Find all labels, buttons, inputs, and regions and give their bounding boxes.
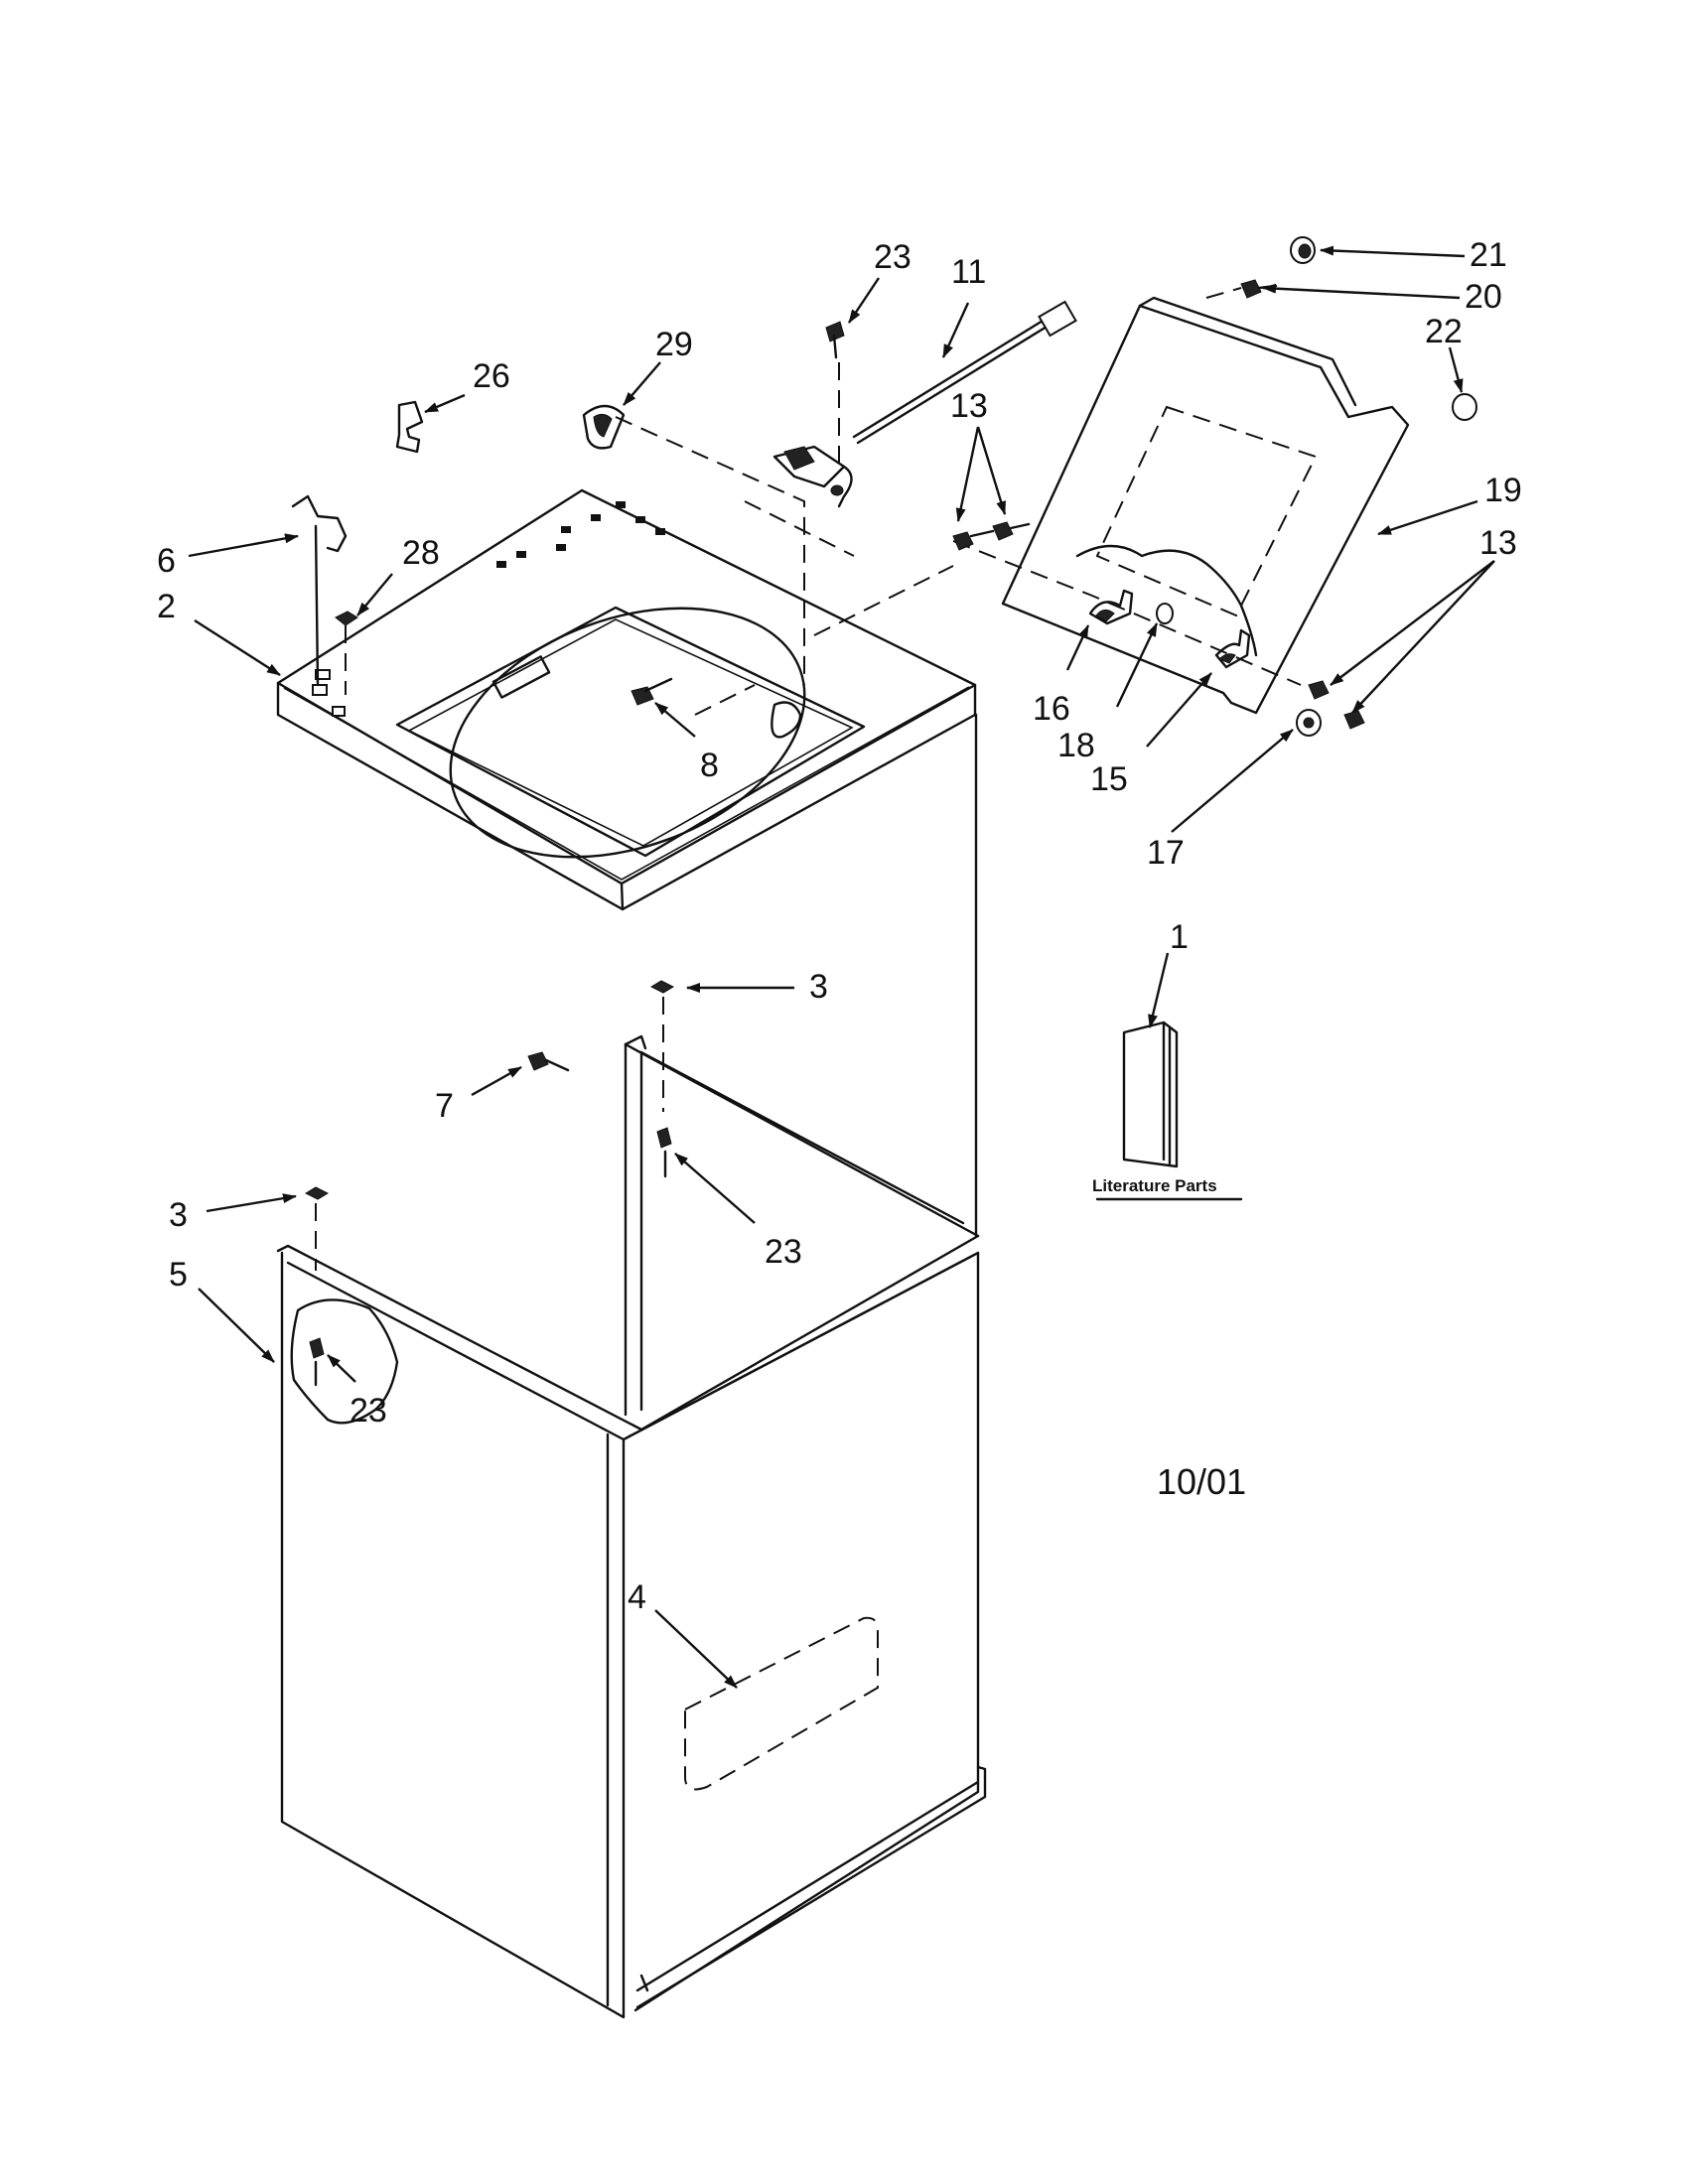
callout-18: 18 bbox=[1057, 727, 1095, 764]
callout-7: 7 bbox=[435, 1087, 454, 1125]
callout-arrows bbox=[188, 245, 1495, 1689]
callout-20: 20 bbox=[1465, 278, 1502, 316]
callout-labels: 23 11 21 20 22 29 26 13 19 13 6 28 2 16 … bbox=[157, 236, 1522, 1616]
callout-19: 19 bbox=[1484, 472, 1522, 509]
callout-23-top: 23 bbox=[874, 238, 912, 276]
small-parts bbox=[291, 236, 1477, 1387]
callout-23-low: 23 bbox=[350, 1392, 387, 1430]
callout-26: 26 bbox=[473, 357, 510, 395]
callout-1: 1 bbox=[1170, 918, 1189, 956]
top-cover bbox=[276, 416, 977, 911]
literature-parts-label: Literature Parts bbox=[1092, 1176, 1217, 1195]
callout-22: 22 bbox=[1425, 313, 1463, 350]
callout-2: 2 bbox=[157, 588, 176, 625]
cabinet bbox=[276, 713, 987, 2019]
callout-23-mid: 23 bbox=[765, 1233, 802, 1271]
callout-17: 17 bbox=[1147, 834, 1185, 872]
callout-15: 15 bbox=[1090, 760, 1128, 798]
callout-8: 8 bbox=[700, 747, 719, 784]
callout-29: 29 bbox=[655, 326, 693, 363]
callout-3-top: 3 bbox=[809, 968, 828, 1006]
wire-harness bbox=[772, 300, 1077, 508]
callout-5: 5 bbox=[169, 1256, 188, 1294]
callout-13-right: 13 bbox=[1479, 524, 1517, 562]
callout-3-left: 3 bbox=[169, 1196, 188, 1234]
callout-28: 28 bbox=[402, 534, 440, 572]
callout-13-top: 13 bbox=[950, 387, 988, 425]
date-code: 10/01 bbox=[1157, 1461, 1246, 1502]
lid-assembly bbox=[952, 296, 1410, 715]
callout-16: 16 bbox=[1033, 690, 1070, 728]
callout-4: 4 bbox=[628, 1578, 646, 1616]
callout-6: 6 bbox=[157, 542, 176, 580]
callout-21: 21 bbox=[1470, 236, 1507, 274]
callout-11: 11 bbox=[951, 253, 986, 291]
